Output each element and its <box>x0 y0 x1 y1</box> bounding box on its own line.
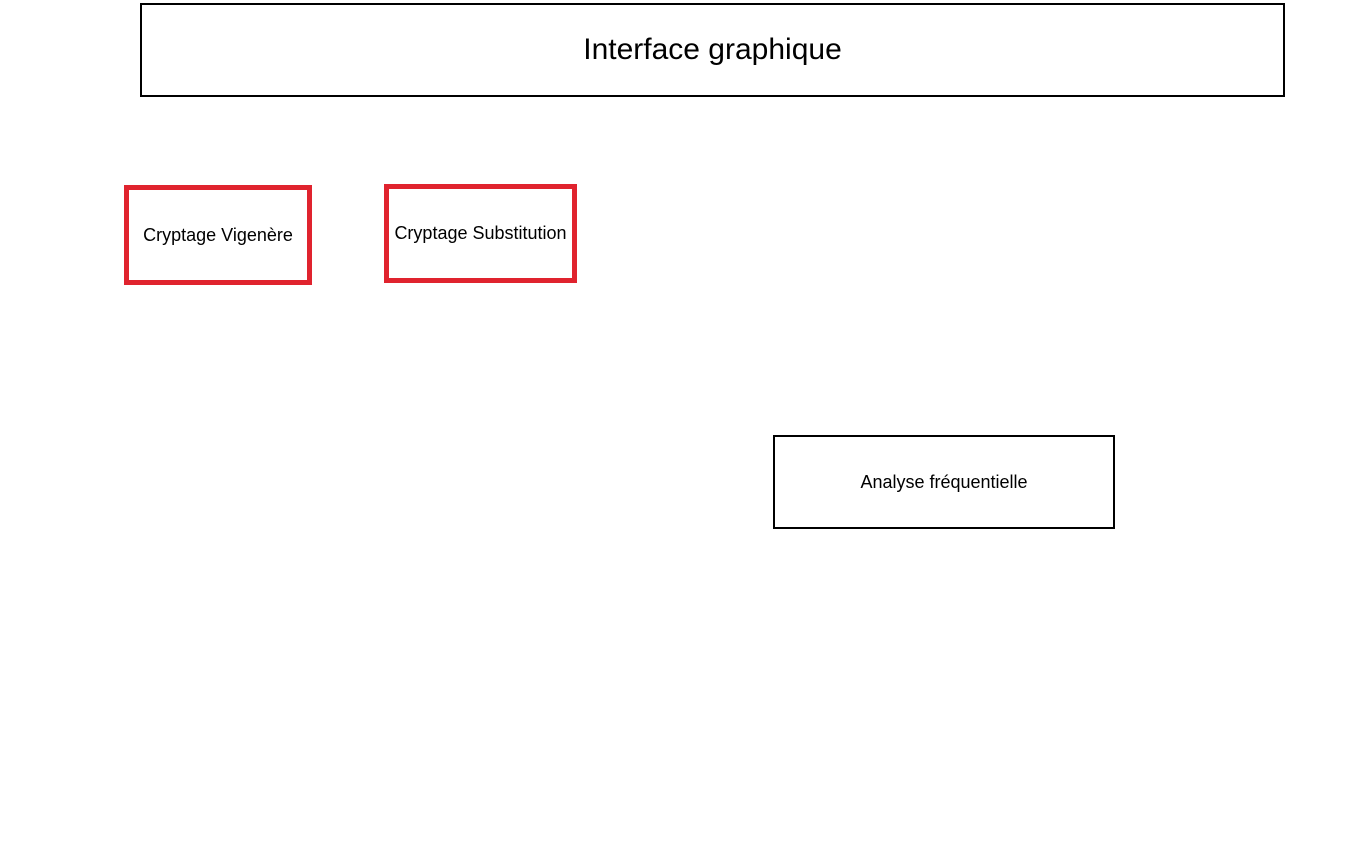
cryptage-substitution-box: Cryptage Substitution <box>384 184 577 283</box>
analyse-frequentielle-box: Analyse fréquentielle <box>773 435 1115 529</box>
cryptage-vigenere-label: Cryptage Vigenère <box>143 224 293 245</box>
analyse-frequentielle-label: Analyse fréquentielle <box>860 471 1028 492</box>
cryptage-vigenere-box: Cryptage Vigenère <box>124 185 312 285</box>
interface-graphique-box: Interface graphique <box>140 3 1285 97</box>
interface-graphique-label: Interface graphique <box>583 33 842 66</box>
cryptage-substitution-label: Cryptage Substitution <box>394 223 567 243</box>
